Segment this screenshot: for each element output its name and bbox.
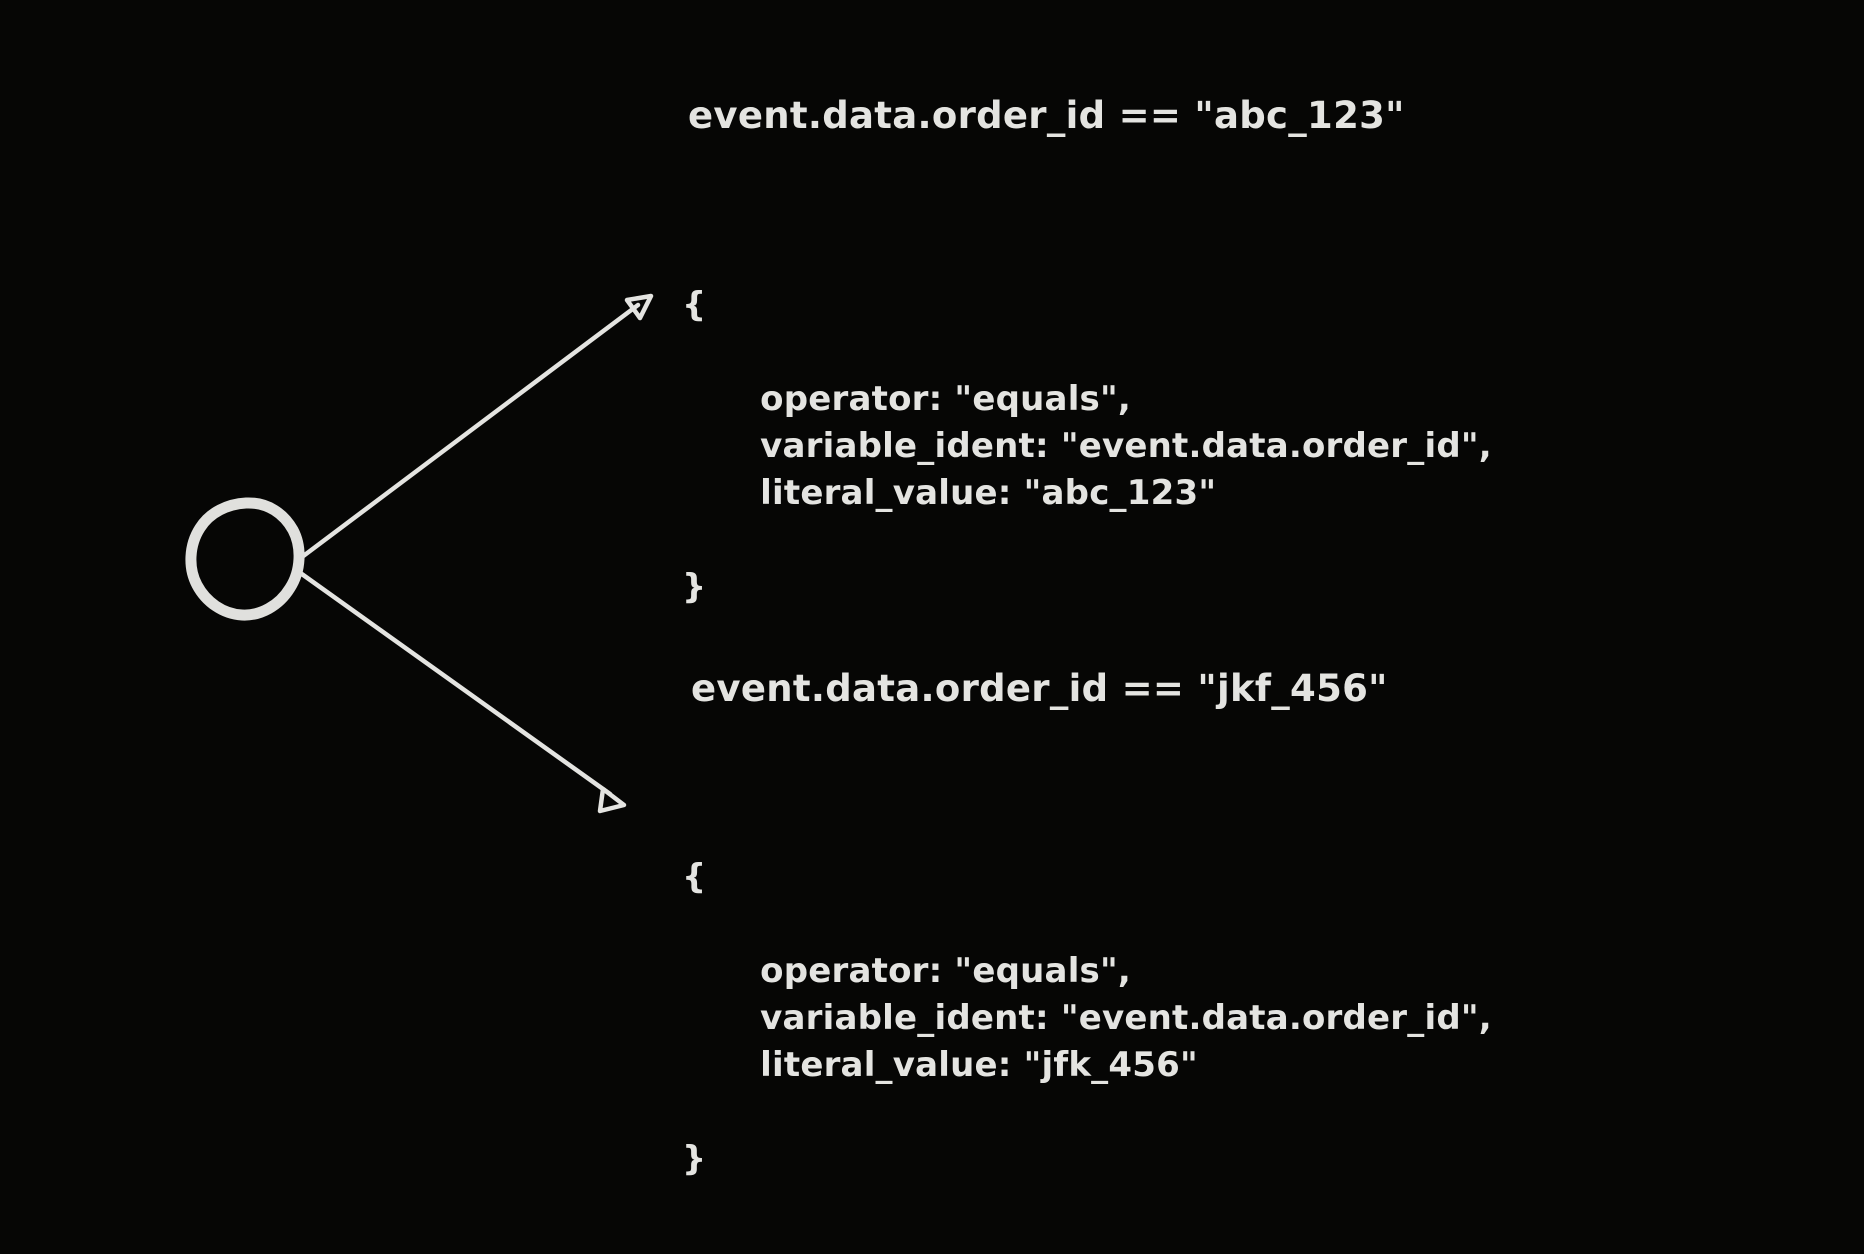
edge-root-to-branch-a xyxy=(295,293,654,563)
arrowhead-icon xyxy=(624,293,654,321)
code-close-brace: } xyxy=(682,567,707,607)
code-close-brace: } xyxy=(682,1139,707,1179)
branch-a-heading: event.data.order_id == "abc_123" xyxy=(688,94,1405,137)
code-line-operator: operator: "equals", xyxy=(760,379,1132,419)
arrowhead-icon xyxy=(597,786,627,814)
code-line-operator: operator: "equals", xyxy=(760,951,1132,991)
code-open-brace: { xyxy=(682,285,707,325)
code-line-variable-ident: variable_ident: "event.data.order_id", xyxy=(760,998,1492,1038)
root-node[interactable] xyxy=(180,492,312,628)
branch-b-heading: event.data.order_id == "jkf_456" xyxy=(691,667,1388,710)
branch-b-code: { operator: "equals", variable_ident: "e… xyxy=(682,760,1492,1254)
code-line-variable-ident: variable_ident: "event.data.order_id", xyxy=(760,426,1492,466)
edge-root-to-branch-b xyxy=(296,569,627,814)
branch-a-code: { operator: "equals", variable_ident: "e… xyxy=(682,188,1492,705)
code-line-literal-value: literal_value: "jfk_456" xyxy=(760,1045,1198,1085)
code-open-brace: { xyxy=(682,857,707,897)
code-line-literal-value: literal_value: "abc_123" xyxy=(760,473,1217,513)
